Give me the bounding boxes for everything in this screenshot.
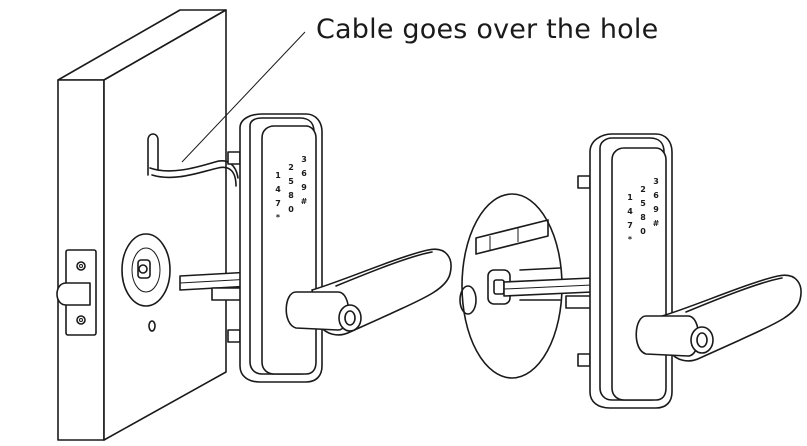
lock-body-left (239, 113, 323, 383)
keypad-key: # (653, 219, 660, 228)
keypad-key: 1 (627, 193, 633, 202)
keypad-key: 5 (288, 177, 294, 186)
handle-right (635, 274, 802, 362)
keypad-key: 0 (640, 227, 646, 236)
keypad-key: 2 (640, 185, 646, 194)
lock-body-right (589, 133, 673, 409)
cable-hole (147, 133, 159, 176)
cable (149, 160, 239, 187)
keypad-key: 2 (288, 163, 294, 172)
keypad-right: 123 456 789 * 0 # (627, 177, 659, 244)
keypad-key: 6 (301, 169, 307, 178)
spindle-right (503, 277, 593, 297)
keypad-key: # (301, 197, 308, 206)
keypad-key: 1 (275, 171, 281, 180)
door (57, 9, 227, 441)
callout-leader (181, 31, 306, 163)
keypad-left: 123 456 789 * 0 # (275, 155, 307, 222)
keypad-key: 4 (627, 207, 633, 216)
handle-left (285, 248, 452, 336)
keypad-key: 6 (653, 191, 659, 200)
keypad-key: 9 (301, 183, 307, 192)
keypad-key: 4 (275, 185, 281, 194)
mounting-posts-right (565, 175, 593, 367)
keypad-key: 9 (653, 205, 659, 214)
keypad-key: 3 (301, 155, 307, 164)
keypad-key: 8 (640, 213, 646, 222)
keypad-key: 8 (288, 191, 294, 200)
latch-faceplate (56, 249, 97, 336)
keypad-key: 7 (627, 221, 633, 230)
callout-text: Cable goes over the hole (316, 14, 659, 45)
keypad-key: 0 (288, 205, 294, 214)
keypad-key: 3 (653, 177, 659, 186)
keypad-key: * (628, 235, 633, 244)
keypad-key: * (276, 213, 281, 222)
keypad-key: 7 (275, 199, 281, 208)
screw-hole (148, 320, 156, 332)
door-bore-hole (121, 233, 171, 307)
mounting-posts-left (211, 151, 243, 343)
keypad-key: 5 (640, 199, 646, 208)
